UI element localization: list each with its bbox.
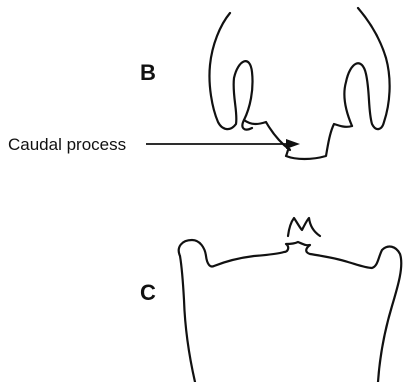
panel-b-label: B [140, 60, 156, 85]
caudal-process-annotation: Caudal process [8, 135, 300, 154]
panel-b-left-horn [209, 13, 252, 130]
caudal-process-label: Caudal process [8, 135, 126, 154]
panel-c-body-outline [179, 240, 402, 382]
panel-c-apical-tip [288, 218, 320, 236]
panel-b-right-horn [344, 8, 389, 129]
panel-b: B [140, 8, 390, 159]
caudal-process-arrowhead [286, 139, 300, 149]
panel-c: C [140, 218, 401, 382]
panel-c-label: C [140, 280, 156, 305]
panel-b-caudal-process [244, 120, 352, 159]
